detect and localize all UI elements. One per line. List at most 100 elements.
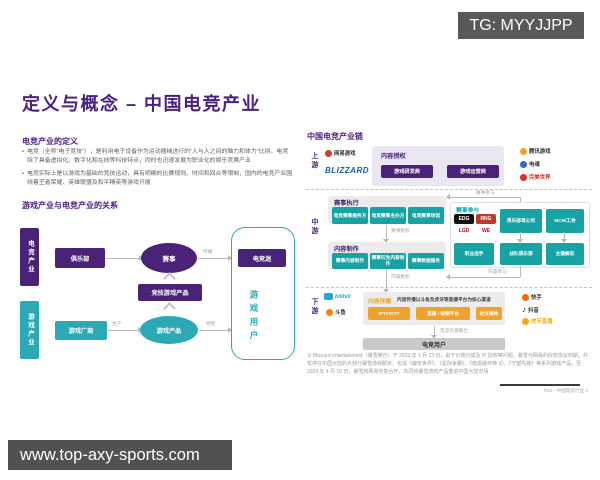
host-commentator-node: 主播解说 xyxy=(546,243,584,265)
team-club-node: 战队俱乐部 xyxy=(500,243,542,265)
club-logo-lgd: LGD xyxy=(458,228,470,234)
arrow-product-to-users xyxy=(199,327,232,333)
perfect-world-logo-icon xyxy=(520,173,527,181)
stage-downstream: 下游 xyxy=(311,298,318,316)
perfect-world-logo: 完美世界 xyxy=(520,173,551,181)
social-media-node: 社交媒体 xyxy=(476,307,502,320)
iptv-ott-node: IPTV/OTT xyxy=(368,307,410,320)
netease-games-logo: 网易游戏 xyxy=(325,149,356,157)
event-node: 赛事 xyxy=(141,243,197,273)
event-rights-label: 赛事版权 xyxy=(391,228,410,233)
arrow-vendor-to-product xyxy=(108,327,142,333)
website-watermark-badge: www.top-axy-sports.com xyxy=(8,440,232,470)
kuaishou-logo-icon xyxy=(522,293,529,301)
arrow-mcn-to-host xyxy=(561,232,567,243)
arrow-exec-to-content xyxy=(383,225,389,243)
huya-logo-text: 虎牙直播 xyxy=(531,319,553,325)
page-title: 定义与概念 – 中国电竞产业 xyxy=(22,94,262,114)
huya-logo: 虎牙直播 xyxy=(522,317,553,325)
arrow-content-to-downstream xyxy=(383,270,389,293)
event-execution-title: 赛事执行 xyxy=(334,200,359,207)
definition-heading: 电竞产业的定义 xyxy=(22,137,78,146)
game-operator-node: 游戏运营商 xyxy=(447,165,499,178)
chain-heading: 中国电竞产业链 xyxy=(307,132,363,141)
douyin-logo: ♪ 抖音 xyxy=(522,305,539,314)
footer-divider xyxy=(500,384,580,386)
club-node: 俱乐部 xyxy=(55,248,105,268)
content-distribution-title: 内容传播 xyxy=(368,299,392,305)
sell-label: 销售 xyxy=(206,321,216,326)
upstream-divider xyxy=(306,189,592,190)
telegram-watermark-badge: TG: MYYJJPP xyxy=(458,12,584,39)
content-licensing-title: 内容授权 xyxy=(381,153,406,160)
event-service-node: 电竞赛事服务方 xyxy=(332,207,368,224)
dianhun-logo-text: 电魂 xyxy=(529,162,540,168)
club-parent-company-node: 俱乐部母公司 xyxy=(500,209,542,233)
bullet-text: 电竞（全称“电子竞技”），是利用电子设备作为运动器械进行的“人与人之间的脑力和体… xyxy=(27,149,289,165)
douyu-logo-text: 斗鱼 xyxy=(335,310,346,316)
competitive-game-product-node: 竞技游戏产品 xyxy=(138,284,202,301)
kuaishou-logo: 快手 xyxy=(522,293,542,301)
club-logo-we: WE xyxy=(481,228,491,234)
content-participation-link-label: 内容参与 xyxy=(488,269,507,274)
bullet-text: 电竞实际上是以游戏为基础的竞技运动，具有明确的比赛规则、时间和回合等限制，国内的… xyxy=(27,171,293,187)
pro-player-node: 职业选手 xyxy=(454,243,494,265)
dianhun-logo: 电魂 xyxy=(520,160,540,168)
arrow-club-to-event xyxy=(106,255,143,261)
chevron-up-icon xyxy=(163,302,176,315)
live-video-platform-node: 直播 / 视频平台 xyxy=(416,307,470,320)
bullet-dot: • xyxy=(22,149,25,155)
derived-content-node: 赛事衍生内容制作 xyxy=(370,253,406,269)
huya-logo-icon xyxy=(522,317,529,325)
bullet-item: • 电竞实际上是以游戏为基础的竞技运动，具有明确的比赛规则、时间和回合等限制，国… xyxy=(22,170,294,188)
dianhun-logo-icon xyxy=(520,160,527,168)
stage-upstream: 上游 xyxy=(311,152,318,170)
game-vendor-node: 游戏厂商 xyxy=(55,321,107,340)
footer-page-label: F&S - 中国电竞行业 4 xyxy=(543,388,588,393)
bullet-item: • 电竞（全称“电子竞技”），是利用电子设备作为运动器械进行的“人与人之间的脑力… xyxy=(22,148,294,166)
esports-users-bar: 电竞用户 xyxy=(363,338,505,350)
event-participation-link-label: 赛事参与 xyxy=(476,190,495,195)
blizzard-logo-text: BLIZZARD xyxy=(325,166,369,175)
content-rights-label: 内容版权 xyxy=(391,274,410,279)
douyu-logo: 斗鱼 xyxy=(326,308,346,316)
definition-bullets: • 电竞（全称“电子竞技”），是利用电子设备作为运动器械进行的“人与人之间的脑力… xyxy=(22,148,294,193)
game-product-node: 游戏产品 xyxy=(140,316,198,344)
stage-midstream: 中游 xyxy=(311,218,318,236)
relation-heading: 游戏产业与电竞产业的关系 xyxy=(22,201,118,210)
bilibili-logo-text: bilibili xyxy=(335,293,351,300)
douyu-logo-icon xyxy=(326,308,333,316)
footnote: ① Blizzard entertainment（暴雪娱乐）于 2023 年 1… xyxy=(307,353,588,375)
connector-participate-top xyxy=(446,194,520,200)
tencent-games-logo: 腾讯游戏 xyxy=(520,147,551,155)
connector-participate-bottom xyxy=(446,274,520,280)
douyin-logo-text: 抖音 xyxy=(528,307,539,314)
game-users-label: 游戏用户 xyxy=(249,290,259,344)
spread-label: 传播 xyxy=(203,249,213,254)
esports-industry-bar: 电竞产业 xyxy=(20,228,39,286)
club-logos: EDG RNG LGD WE xyxy=(454,214,496,236)
content-output-label: 电竞内容输出 xyxy=(440,328,469,333)
bilibili-logo: bilibili xyxy=(324,293,351,300)
club-logo-edg: EDG xyxy=(454,214,474,224)
game-developer-node: 游戏研发商 xyxy=(381,165,433,178)
connector-participate-top-elbow xyxy=(520,197,521,202)
bullet-dot: • xyxy=(22,171,25,178)
game-industry-bar: 游戏产业 xyxy=(20,301,39,359)
tencent-logo-text: 腾讯游戏 xyxy=(529,149,551,155)
midstream-divider xyxy=(306,287,592,288)
perfect-world-logo-text: 完美世界 xyxy=(529,175,551,181)
blizzard-logo: BLIZZARD xyxy=(325,166,369,175)
event-participation-title: 赛事参与 xyxy=(456,208,480,214)
douyin-logo-icon: ♪ xyxy=(522,305,526,314)
event-data-node: 赛事数据服务 xyxy=(408,253,444,269)
arrow-parent-to-team xyxy=(517,232,523,243)
netease-logo-icon xyxy=(325,149,332,157)
arrow-event-to-fans xyxy=(198,255,232,261)
chevron-up-icon xyxy=(163,272,176,285)
esports-fans-node: 电竞迷 xyxy=(238,249,286,267)
event-content-node: 赛事内容制作 xyxy=(332,253,368,269)
kuaishou-logo-text: 快手 xyxy=(531,295,542,301)
club-logo-rng: RNG xyxy=(476,214,496,224)
